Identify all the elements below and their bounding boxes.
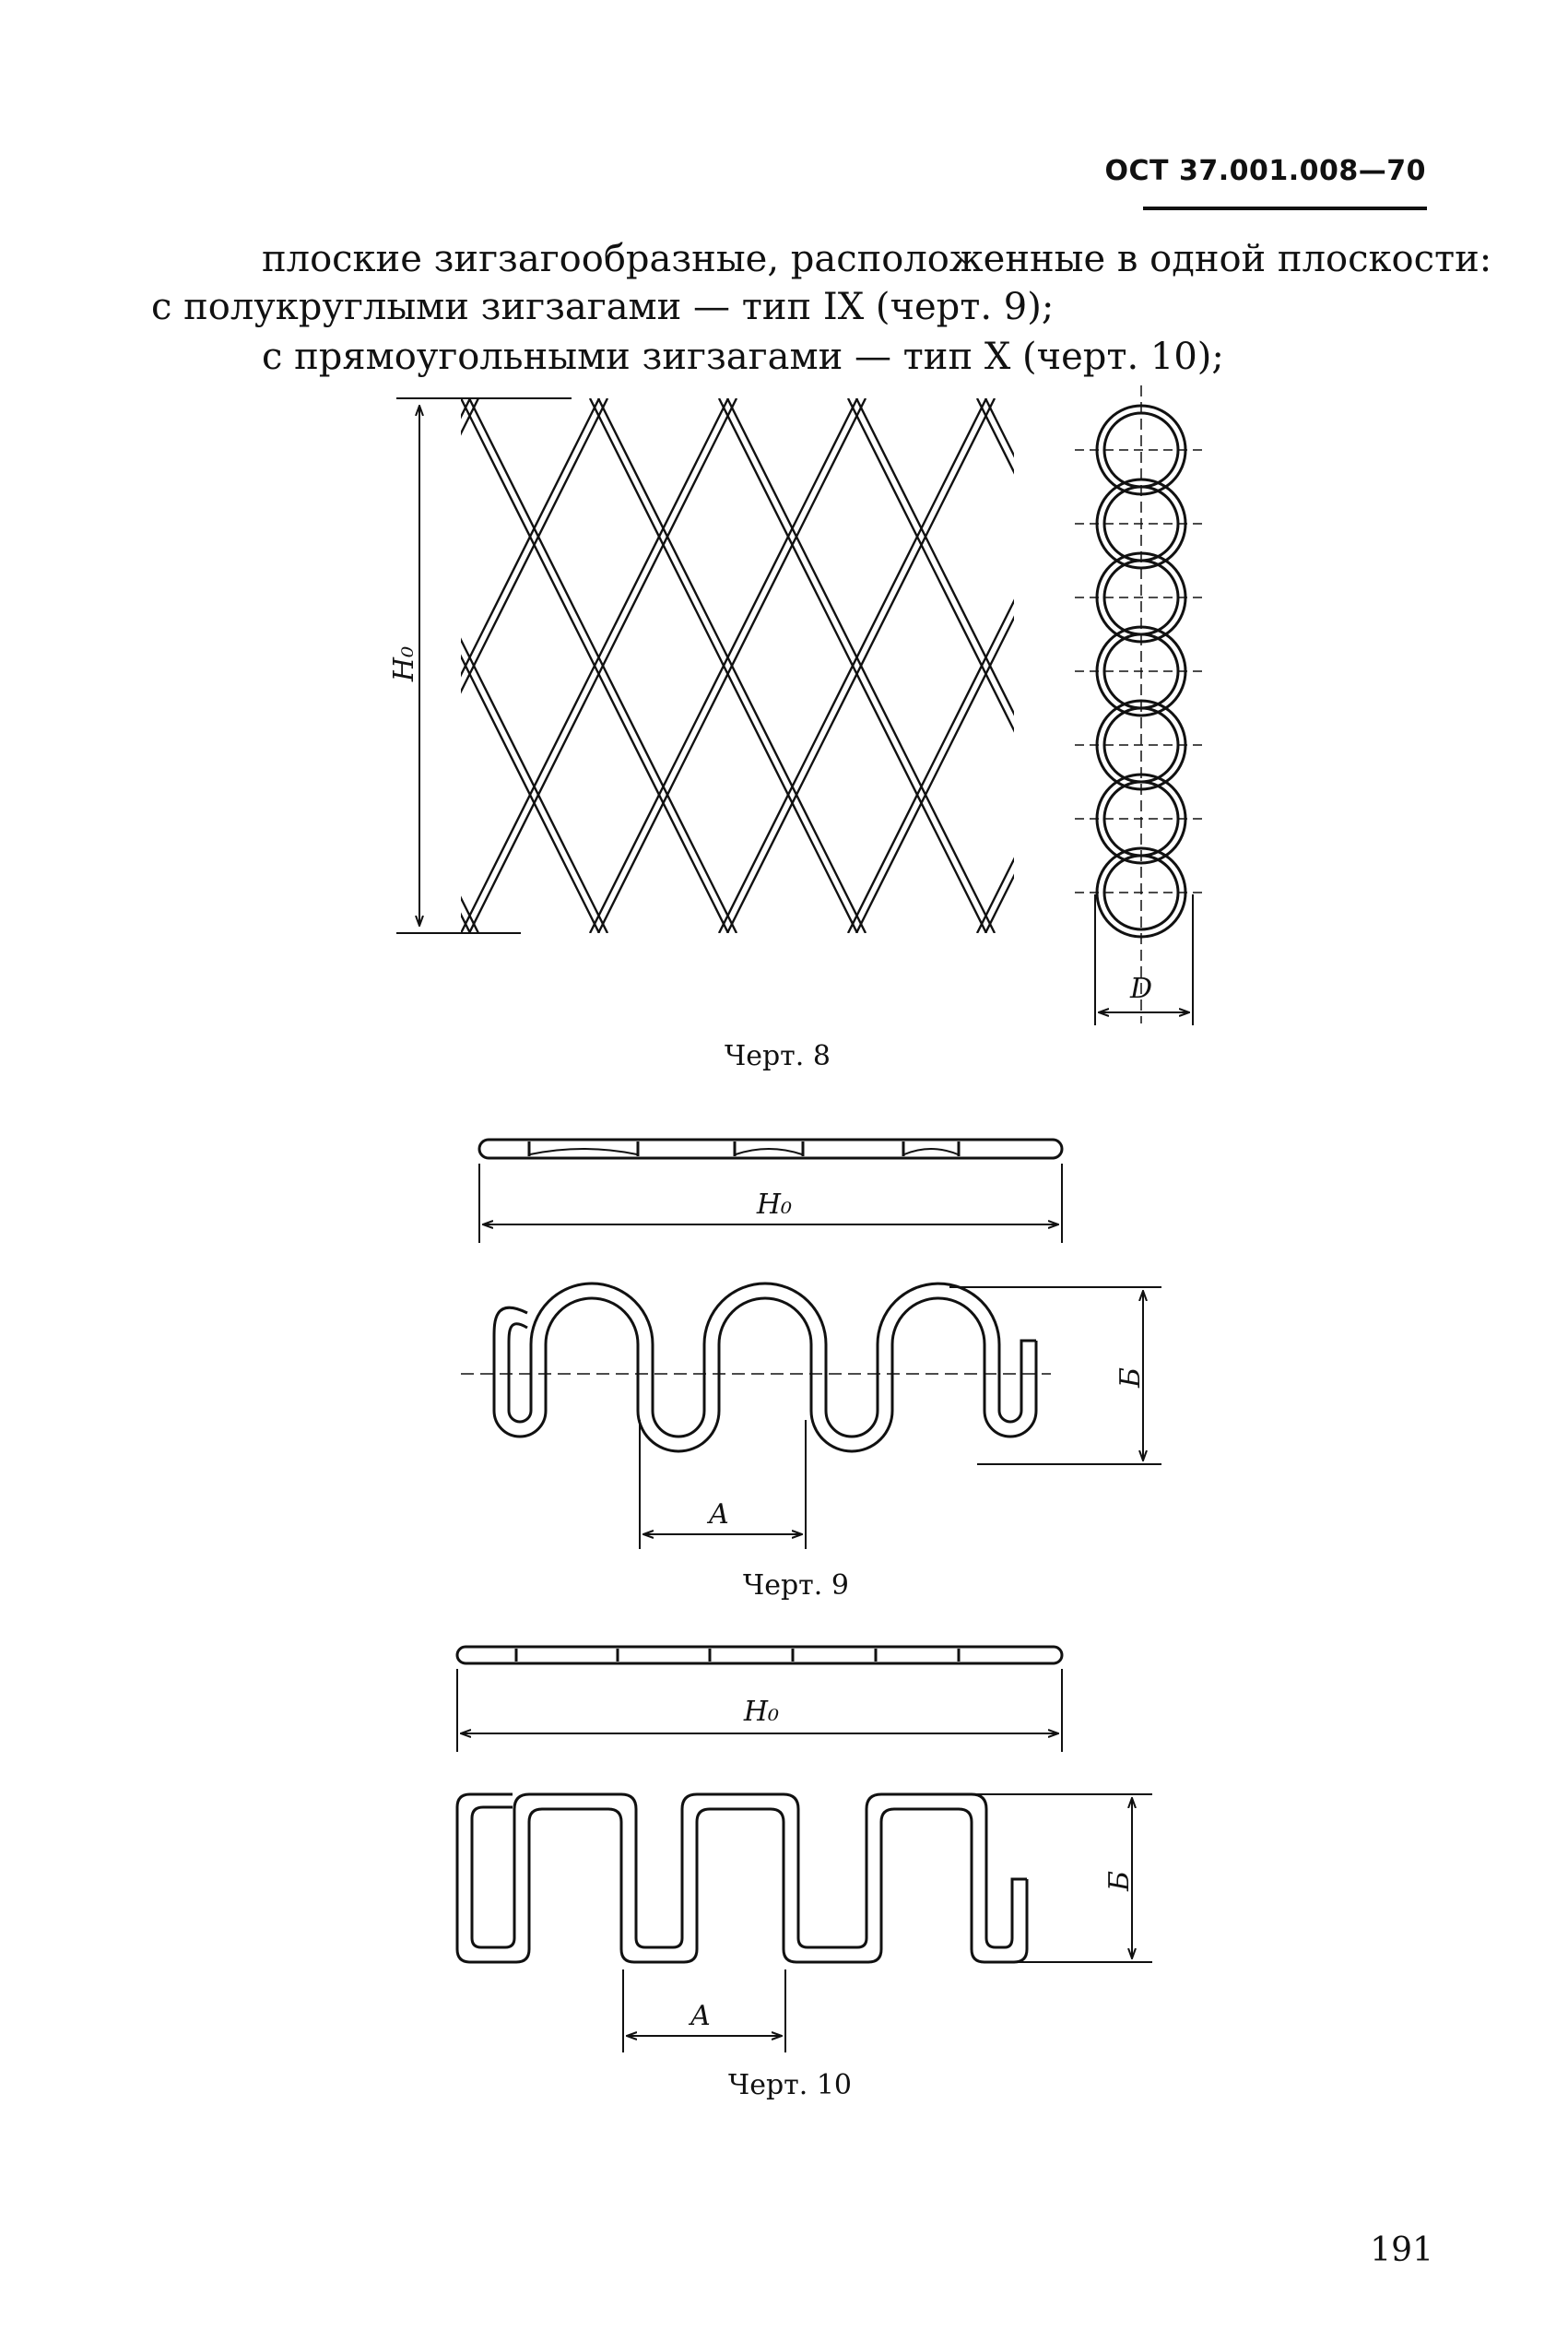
fig10-rectangular-zigzag	[455, 1792, 1029, 1964]
fig8-diameter-dimension	[1094, 894, 1194, 1025]
fig10-length-label: H₀	[743, 1696, 779, 1728]
fig8-ring-side-view	[1075, 385, 1208, 1023]
fig8-height-dimension	[396, 397, 572, 934]
fig8-caption: Черт. 8	[725, 1040, 831, 1072]
page-number: 191	[1370, 2231, 1433, 2269]
fig10-caption: Черт. 10	[728, 2069, 852, 2101]
fig8-diameter-label: D	[1129, 973, 1152, 1005]
fig10-pitch-label: A	[688, 2000, 711, 2032]
document-id: ОСТ 37.001.008—70	[1104, 155, 1426, 187]
header-rule	[1143, 207, 1427, 210]
fig10-height-label: Б	[1103, 1871, 1136, 1892]
fig9-length-label: H₀	[756, 1189, 792, 1221]
text-line-3: с прямоугольными зигзагами — тип X (черт…	[262, 336, 1224, 378]
fig9-pitch-label: A	[706, 1498, 729, 1531]
fig9-strip-top-view	[477, 1138, 1064, 1160]
text-line-2: с полукруглыми зигзагами — тип IX (черт.…	[151, 286, 1055, 328]
figure-8-drawing: H₀ D	[388, 385, 1208, 1025]
fig9-height-dimension	[639, 1286, 1161, 1549]
fig9-length-dimension	[478, 1164, 1063, 1243]
fig10-strip-top-view	[455, 1645, 1064, 1665]
fig9-caption: Черт. 9	[743, 1569, 849, 1602]
fig10-length-dimension	[456, 1669, 1063, 1752]
text-line-1: плоские зигзагообразные, расположенные в…	[262, 238, 1492, 280]
figure-10-drawing: H₀ Б A	[455, 1645, 1152, 2052]
fig8-mesh	[461, 398, 1014, 933]
fig10-height-dimension	[622, 1793, 1152, 2052]
fig8-height-label: H₀	[388, 646, 420, 682]
figure-9-drawing: H₀ Б A	[461, 1138, 1161, 1549]
fig9-height-label: Б	[1114, 1367, 1147, 1389]
